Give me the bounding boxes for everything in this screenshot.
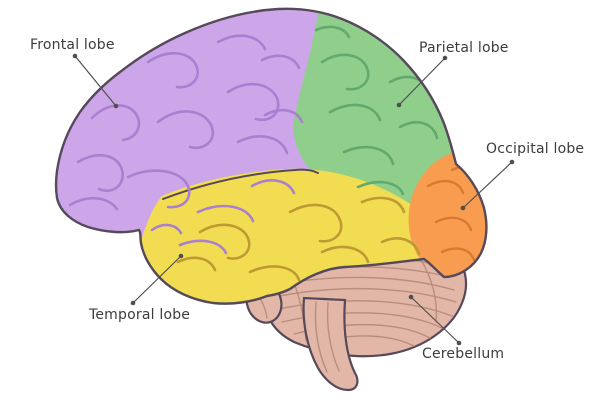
label-frontal-lobe: Frontal lobe: [30, 37, 115, 53]
temporal-gyri: [176, 196, 421, 290]
label-occipital-lobe: Occipital lobe: [486, 141, 585, 157]
brain-stem: [302, 296, 359, 392]
frontal-leader: [72, 53, 119, 109]
cerebrum-outline: [54, 7, 488, 305]
leader-lines: [72, 53, 515, 346]
label-parietal-lobe: Parietal lobe: [419, 40, 509, 56]
temporal-leader: [130, 253, 184, 306]
frontal-gyri: [68, 34, 304, 255]
parietal-gyri: [314, 25, 439, 196]
cerebellum-leader: [408, 294, 462, 346]
occipital-leader: [460, 159, 515, 211]
label-temporal-lobe: Temporal lobe: [89, 307, 191, 323]
lateral-fissure-line: [162, 168, 319, 200]
label-cerebellum: Cerebellum: [422, 346, 505, 362]
parietal-leader: [396, 55, 448, 108]
